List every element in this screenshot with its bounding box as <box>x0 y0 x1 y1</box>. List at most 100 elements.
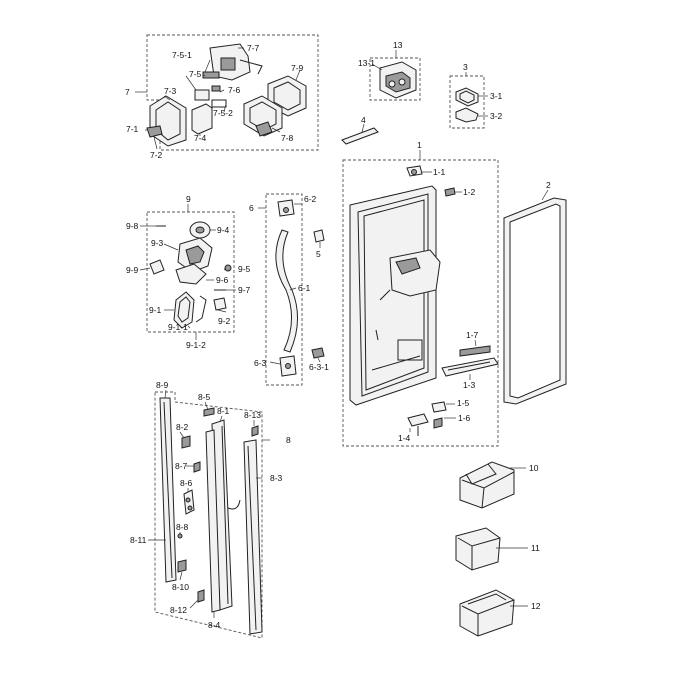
label-8-9: 8-9 <box>156 380 169 390</box>
label-1-4: 1-4 <box>398 433 411 443</box>
part-8-7 <box>193 461 201 473</box>
label-13: 13 <box>393 40 403 50</box>
group-13-box <box>369 57 421 101</box>
label-6-1: 6-1 <box>298 283 311 293</box>
callout-labels: 7 7-7 7-5-1 7-5 7-9 7-6 7-3 7-5-2 7-1 7-… <box>125 40 551 630</box>
part-9-1 <box>173 291 195 329</box>
label-13-1: 13-1 <box>358 58 375 68</box>
label-7-1: 7-1 <box>126 124 139 134</box>
label-8-7: 8-7 <box>175 461 188 471</box>
label-7-3: 7-3 <box>164 86 177 96</box>
label-8-8: 8-8 <box>176 522 189 532</box>
part-8-10 <box>177 559 187 573</box>
part-5 <box>313 229 325 243</box>
label-8-4: 8-4 <box>208 620 221 630</box>
part-1-3 <box>441 357 499 377</box>
group-1-box <box>342 159 499 447</box>
label-8-10: 8-10 <box>172 582 189 592</box>
part-3-1 <box>455 87 479 107</box>
group-8-box <box>154 391 263 639</box>
label-7-6: 7-6 <box>228 85 241 95</box>
label-8-13: 8-13 <box>244 410 261 420</box>
part-8-12 <box>197 589 205 603</box>
group-13-assembly <box>369 50 421 101</box>
group-7-box <box>146 34 319 151</box>
label-8: 8 <box>286 435 291 445</box>
part-8-5 <box>203 407 215 417</box>
label-9-6: 9-6 <box>216 275 229 285</box>
part-7-4 <box>191 103 213 135</box>
label-9-4: 9-4 <box>217 225 230 235</box>
label-7-8: 7-8 <box>281 133 294 143</box>
label-1: 1 <box>417 140 422 150</box>
label-6-2: 6-2 <box>304 194 317 204</box>
part-7-8 <box>243 95 283 137</box>
label-9-1-2: 9-1-2 <box>186 340 206 350</box>
label-1-5: 1-5 <box>457 398 470 408</box>
part-7-1 <box>146 125 163 138</box>
group-1-assembly <box>342 150 499 447</box>
label-1-7: 1-7 <box>466 330 479 340</box>
label-9-7: 9-7 <box>238 285 251 295</box>
label-1-2: 1-2 <box>463 187 476 197</box>
part-9-4 <box>189 221 211 239</box>
label-8-2: 8-2 <box>176 422 189 432</box>
part-1-1 <box>406 165 423 177</box>
label-1-1: 1-1 <box>433 167 446 177</box>
part-8-3 <box>243 439 263 635</box>
part-10-bin <box>459 461 526 509</box>
group-9-box <box>146 211 235 333</box>
part-7-5-1 <box>194 89 210 101</box>
part-8-8 <box>177 533 183 539</box>
part-1-5 <box>431 401 447 413</box>
part-2-gasket <box>503 189 567 405</box>
label-8-11: 8-11 <box>130 535 147 545</box>
label-7-9: 7-9 <box>291 63 304 73</box>
label-12: 12 <box>531 601 541 611</box>
label-7-7: 7-7 <box>247 43 260 53</box>
label-8-1: 8-1 <box>217 406 230 416</box>
label-1-3: 1-3 <box>463 380 476 390</box>
part-12-bin <box>459 589 528 637</box>
label-10: 10 <box>529 463 539 473</box>
label-3-1: 3-1 <box>490 91 503 101</box>
group-3-box <box>449 75 485 129</box>
label-7-5: 7-5 <box>189 69 202 79</box>
label-1-6: 1-6 <box>458 413 471 423</box>
part-7-5 <box>202 71 220 79</box>
part-9-5 <box>224 264 232 272</box>
label-8-5: 8-5 <box>198 392 211 402</box>
part-8-4 <box>205 429 221 613</box>
part-11-bin <box>455 527 528 571</box>
label-5: 5 <box>316 249 321 259</box>
part-1-2 <box>444 187 456 197</box>
group-9-assembly <box>139 204 236 340</box>
label-7-5-2: 7-5-2 <box>213 108 233 118</box>
part-9-6 <box>175 263 207 285</box>
label-11: 11 <box>531 543 540 553</box>
part-7-3 <box>149 95 187 147</box>
label-6-3-1: 6-3-1 <box>309 362 329 372</box>
label-9: 9 <box>186 194 191 204</box>
part-7-6 <box>211 85 221 92</box>
part-3-2 <box>455 107 479 123</box>
part-7-5-2 <box>211 99 227 108</box>
group-7-assembly <box>135 34 319 151</box>
part-7-8-knob <box>255 121 273 137</box>
part-9-2 <box>213 297 227 311</box>
label-9-9: 9-9 <box>126 265 139 275</box>
label-9-1: 9-1 <box>149 305 162 315</box>
label-3-2: 3-2 <box>490 111 503 121</box>
label-7-5-1: 7-5-1 <box>172 50 192 60</box>
label-7: 7 <box>125 87 130 97</box>
part-9-9 <box>149 259 165 275</box>
label-9-2: 9-2 <box>218 316 231 326</box>
label-7-4: 7-4 <box>194 133 207 143</box>
part-8-wire <box>227 499 241 510</box>
part-9-3 <box>177 237 213 273</box>
label-9-1-1: 9-1-1 <box>168 322 188 332</box>
label-8-12: 8-12 <box>170 605 187 615</box>
part-1-door <box>349 185 441 406</box>
group-6-box <box>265 193 303 386</box>
